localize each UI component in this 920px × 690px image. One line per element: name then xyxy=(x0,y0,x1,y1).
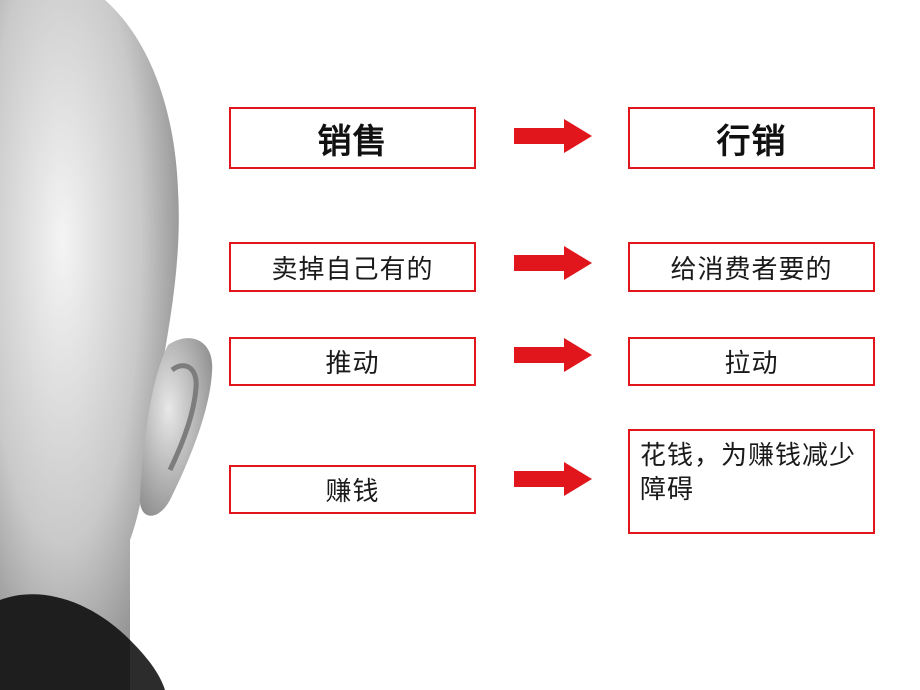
box-pull: 拉动 xyxy=(628,337,875,386)
arrow-right-icon xyxy=(514,338,592,372)
label-make-money: 赚钱 xyxy=(325,477,380,507)
box-spend-money-reduce-barriers: 花钱，为赚钱减少障碍 xyxy=(628,429,875,534)
box-give-consumers-what-they-want: 给消费者要的 xyxy=(628,242,875,292)
box-push: 推动 xyxy=(229,337,476,386)
label-sell-what-you-have: 卖掉自己有的 xyxy=(271,254,434,285)
bald-head-image xyxy=(0,0,213,690)
label-spend-money-reduce-barriers: 花钱，为赚钱减少障碍 xyxy=(640,441,857,505)
label-push: 推动 xyxy=(325,349,380,379)
label-give-consumers-what-they-want: 给消费者要的 xyxy=(670,254,833,285)
label-sales: 销售 xyxy=(317,121,388,162)
box-sales: 销售 xyxy=(229,107,476,169)
arrow-right-icon xyxy=(514,119,592,153)
box-make-money: 赚钱 xyxy=(229,465,476,514)
label-marketing: 行销 xyxy=(716,121,787,162)
box-marketing: 行销 xyxy=(628,107,875,169)
arrow-right-icon xyxy=(514,462,592,496)
label-pull: 拉动 xyxy=(724,349,779,379)
arrow-right-icon xyxy=(514,246,592,280)
box-sell-what-you-have: 卖掉自己有的 xyxy=(229,242,476,292)
